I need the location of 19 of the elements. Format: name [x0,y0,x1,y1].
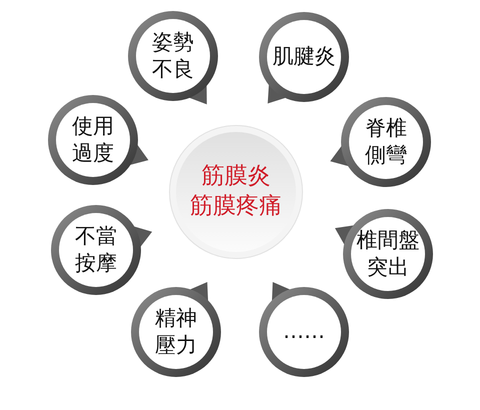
speech-bubble [48,95,149,185]
speech-bubble [330,97,431,187]
speech-bubble [128,11,218,105]
speech-bubble [131,281,221,377]
speech-bubble [259,12,349,104]
speech-bubble [51,205,153,295]
bubble-label: 姿勢不良 [150,28,195,83]
bubble-label: …… [282,318,326,346]
bubble-label: 精神壓力 [154,304,198,359]
hub-label: 筋膜疼痛 [190,192,282,221]
hub-label: 筋膜炎 [202,162,270,192]
speech-bubble [259,281,349,377]
bubble-label: 使用過度 [70,112,115,167]
hub-circle [169,125,303,259]
bubble-label: 不當按摩 [74,222,118,277]
speech-bubble [334,209,433,299]
bubble-label: 肌腱炎 [271,43,336,70]
bubble-label: 脊椎側彎 [364,114,408,169]
bubble-label: 椎間盤突出 [355,226,420,281]
